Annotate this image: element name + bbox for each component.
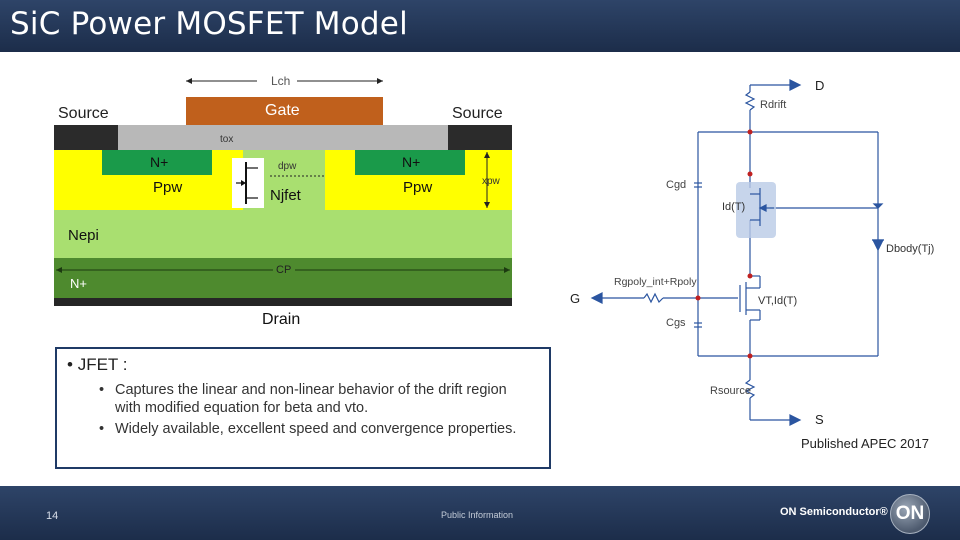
n-plus-right	[355, 150, 465, 175]
title-bar: SiC Power MOSFET Model	[0, 0, 960, 52]
bullet-main: • JFET :	[67, 355, 128, 374]
cgs-label: Cgs	[666, 317, 686, 329]
footer-bar	[0, 486, 960, 540]
source-metal-left	[54, 125, 118, 150]
rgate-label: Rgpoly_int+Rpoly	[614, 276, 697, 288]
terminal-s-label: S	[815, 412, 824, 427]
xpw-label: xpw	[482, 176, 501, 187]
lch-label: Lch	[271, 74, 290, 88]
jfet-notes-box: • JFET : •Captures the linear and non-li…	[55, 347, 551, 469]
n-plus-right-label: N+	[402, 154, 420, 170]
terminal-d-label: D	[815, 78, 824, 93]
logo-text: ON	[895, 503, 925, 524]
dbody-label: Dbody(Tj)	[886, 243, 934, 255]
classification-label: Public Information	[441, 510, 514, 520]
n-plus-left-label: N+	[150, 154, 168, 170]
n-plus-left	[102, 150, 212, 175]
n-epi-region	[54, 210, 512, 258]
njfet-label: Njfet	[270, 187, 302, 204]
terminal-g-label: G	[570, 291, 580, 306]
ppw-left-label: Ppw	[153, 179, 182, 196]
bullet-item-2: •Widely available, excellent speed and c…	[99, 421, 517, 437]
nepi-label: Nepi	[68, 227, 99, 244]
bullet-item-1-text: Captures the linear and non-linear behav…	[115, 382, 507, 416]
jfet-label: Id(T)	[722, 201, 745, 213]
cgd-label: Cgd	[666, 179, 686, 191]
cp-label: CP	[276, 264, 291, 276]
source-left-label: Source	[58, 105, 109, 122]
page-title: SiC Power MOSFET Model	[10, 6, 408, 42]
drain-label: Drain	[262, 311, 300, 328]
rsource-label: Rsource	[710, 385, 751, 397]
tox-label: tox	[220, 134, 233, 145]
page-number: 14	[46, 510, 59, 522]
gate-label: Gate	[265, 102, 300, 119]
oxide-layer	[118, 125, 448, 150]
drain-metal	[54, 298, 512, 306]
jfet-highlight	[736, 182, 776, 238]
on-semi-logo: ON	[890, 494, 930, 534]
published-note: Published APEC 2017	[801, 436, 929, 451]
bullet-main-text: JFET :	[77, 355, 128, 374]
source-metal-right	[448, 125, 512, 150]
dpw-label: dpw	[278, 161, 297, 172]
source-right-label: Source	[452, 105, 503, 122]
bullet-item-1: •Captures the linear and non-linear beha…	[99, 382, 507, 416]
bullet-item-2-text: Widely available, excellent speed and co…	[115, 421, 517, 437]
ppw-right-label: Ppw	[403, 179, 432, 196]
mosfet-cross-section: Lch Gate Source Source tox N+ N+ dpw Njf…	[54, 74, 512, 328]
equivalent-circuit: D Rdrift Cgd Id(T) Dbody(Tj) G Rgpoly_in…	[570, 78, 934, 451]
rdrift-label: Rdrift	[760, 99, 786, 111]
mos-label: VT,Id(T)	[758, 295, 797, 307]
n-plus-bottom-label: N+	[70, 276, 87, 291]
gate-region	[186, 97, 383, 125]
brand-name: ON Semiconductor®	[780, 506, 888, 518]
